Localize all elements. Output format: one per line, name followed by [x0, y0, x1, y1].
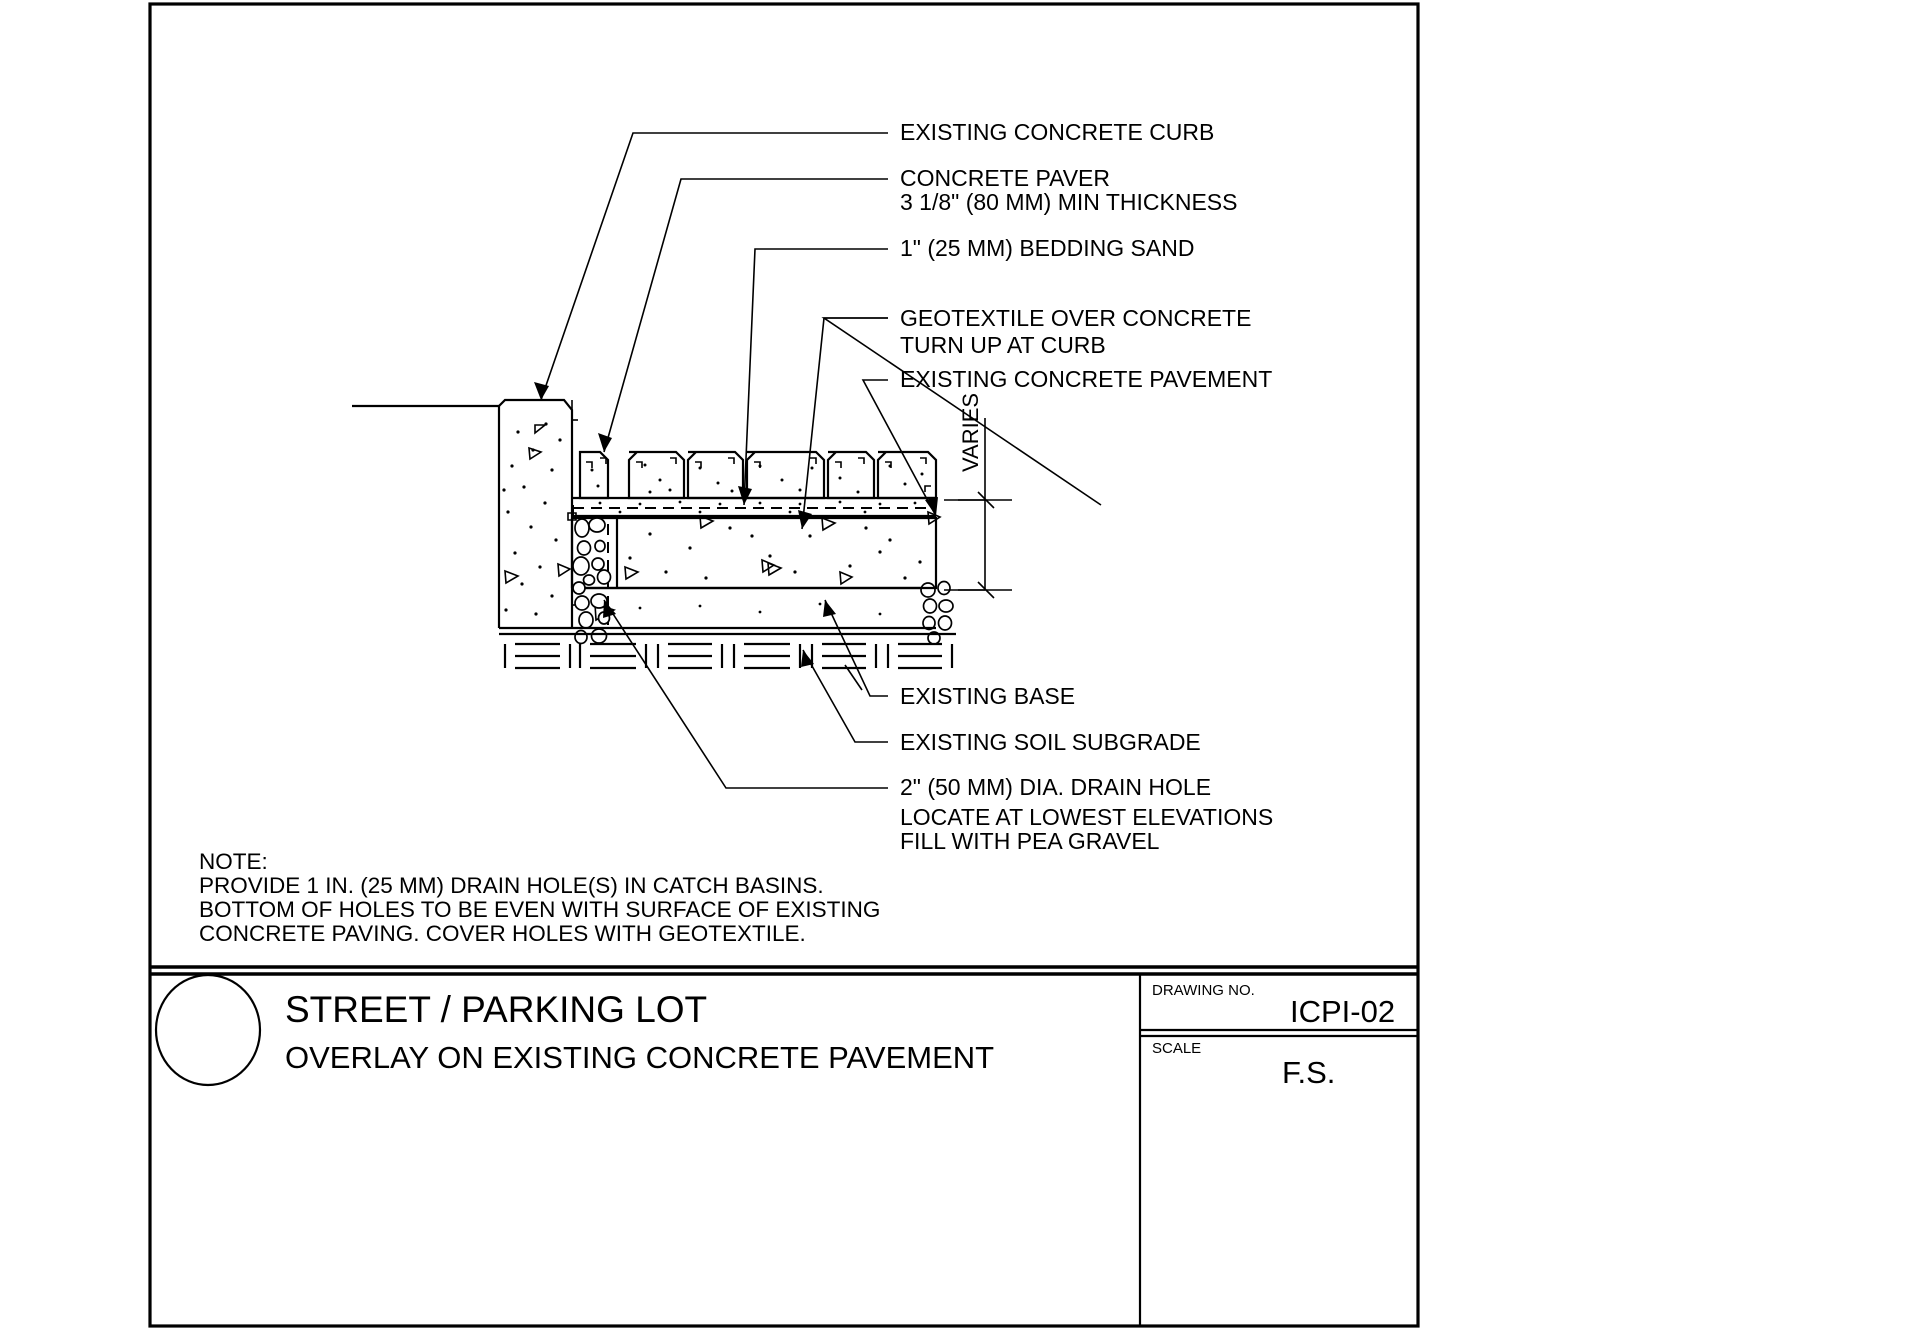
note-line-1: PROVIDE 1 IN. (25 MM) DRAIN HOLE(S) IN C… — [199, 873, 824, 898]
bedding-sand-layer — [567, 496, 936, 521]
leader-bedding-sand — [738, 248, 888, 506]
callout-concrete-paver-line1: CONCRETE PAVER — [900, 165, 1110, 191]
note-heading: NOTE: — [199, 849, 268, 874]
callout-geotextile-line1: GEOTEXTILE OVER CONCRETE — [900, 305, 1251, 331]
callout-concrete-paver-line2: 3 1/8" (80 MM) MIN THICKNESS — [900, 189, 1237, 215]
sheet-border — [148, 2, 1420, 1328]
scale-label: SCALE — [1152, 1040, 1201, 1057]
leader-existing-concrete-pavement — [861, 379, 938, 517]
varies-dimension: VARIES — [944, 393, 1012, 599]
callout-existing-concrete-pavement: EXISTING CONCRETE PAVEMENT — [900, 366, 1272, 392]
callout-existing-soil-subgrade: EXISTING SOIL SUBGRADE — [900, 729, 1201, 755]
existing-soil-subgrade-hatch — [499, 632, 956, 670]
callout-drain-hole-line3: FILL WITH PEA GRAVEL — [900, 828, 1160, 854]
concrete-paver-course — [578, 450, 938, 500]
leader-existing-base — [823, 599, 888, 697]
drain-hole-pea-gravel — [572, 517, 954, 645]
callout-text-block: EXISTING CONCRETE CURB CONCRETE PAVER 3 … — [900, 119, 1273, 854]
title-block: STREET / PARKING LOT OVERLAY ON EXISTING… — [150, 965, 1418, 1326]
callout-existing-concrete-curb: EXISTING CONCRETE CURB — [900, 119, 1214, 145]
callout-bedding-sand: 1" (25 MM) BEDDING SAND — [900, 235, 1194, 261]
callout-existing-base: EXISTING BASE — [900, 683, 1075, 709]
callout-drain-hole-line1: 2" (50 MM) DIA. DRAIN HOLE — [900, 774, 1211, 800]
leader-existing-soil-subgrade — [801, 649, 888, 743]
leader-drain-hole — [603, 599, 888, 789]
leader-geotextile — [798, 317, 1102, 530]
scale-value: F.S. — [1282, 1055, 1335, 1090]
note-line-3: CONCRETE PAVING. COVER HOLES WITH GEOTEX… — [199, 921, 806, 946]
title-block-subtitle: OVERLAY ON EXISTING CONCRETE PAVEMENT — [285, 1040, 994, 1075]
logo-circle-icon — [154, 973, 262, 1087]
varies-label: VARIES — [958, 393, 983, 472]
leader-existing-concrete-curb — [534, 132, 888, 401]
callout-drain-hole-line2: LOCATE AT LOWEST ELEVATIONS — [900, 804, 1273, 830]
existing-concrete-curb-shape — [352, 398, 578, 630]
callout-geotextile-line2: TURN UP AT CURB — [900, 332, 1106, 358]
title-block-title: STREET / PARKING LOT — [285, 989, 707, 1030]
note-line-2: BOTTOM OF HOLES TO BE EVEN WITH SURFACE … — [199, 897, 880, 922]
drawing-no-label: DRAWING NO. — [1152, 982, 1255, 999]
leader-lines — [534, 132, 1102, 789]
existing-base-layer — [572, 586, 936, 630]
existing-concrete-pavement-slab — [570, 510, 942, 622]
note-block: NOTE: PROVIDE 1 IN. (25 MM) DRAIN HOLE(S… — [199, 849, 880, 946]
leader-concrete-paver — [598, 178, 888, 453]
drawing-no-value: ICPI-02 — [1290, 994, 1395, 1029]
